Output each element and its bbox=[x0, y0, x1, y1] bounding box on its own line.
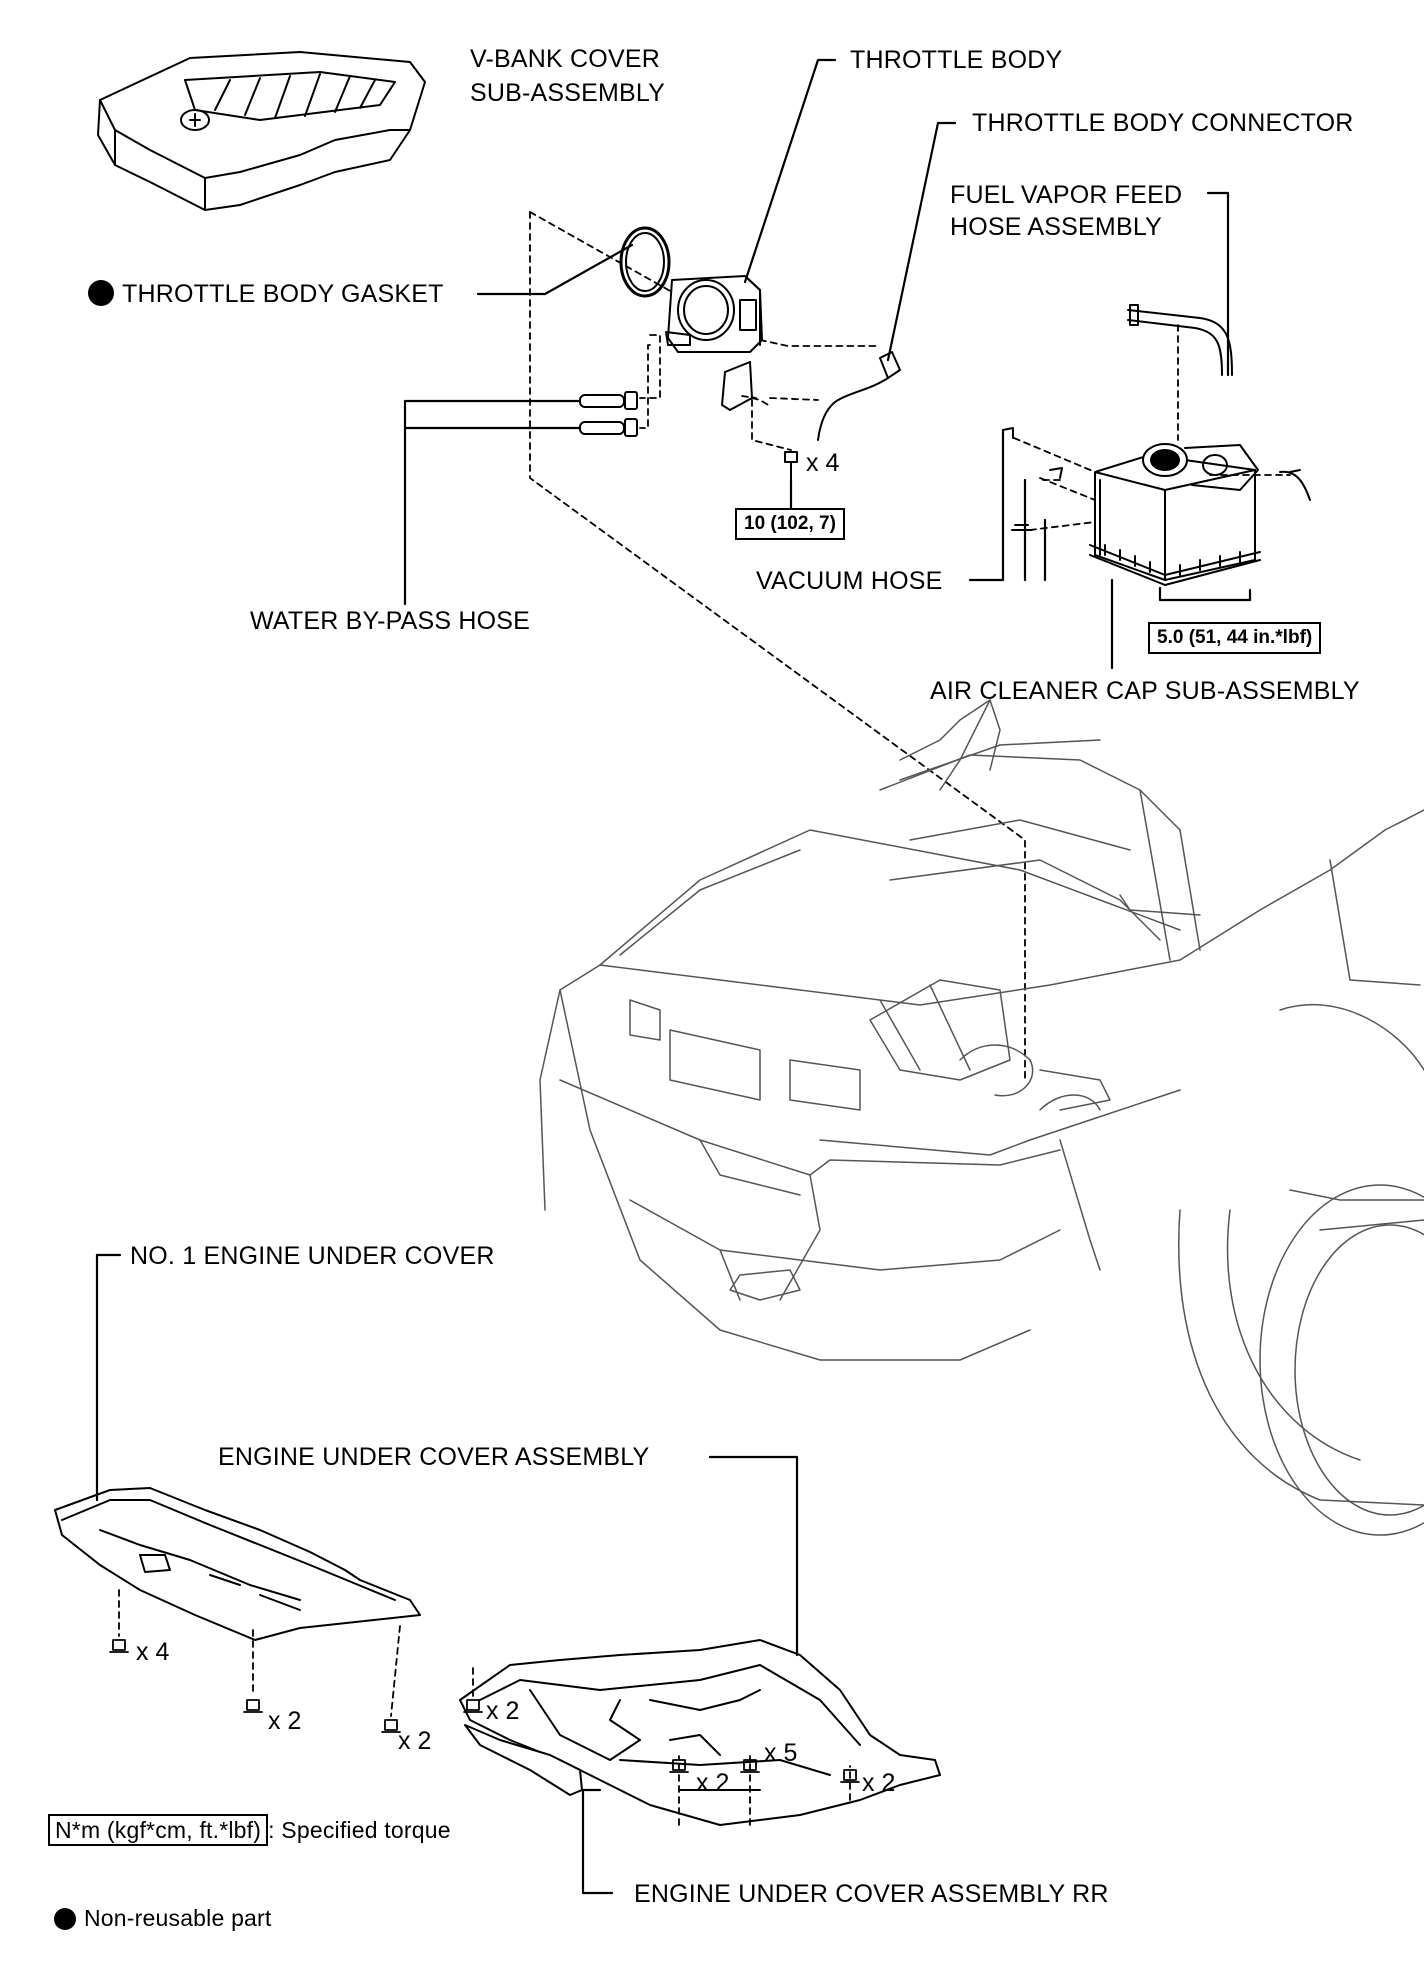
non-reusable-legend-text: Non-reusable part bbox=[84, 1905, 272, 1931]
engine-under-cover-drawing bbox=[459, 1639, 941, 1826]
vbank-cover-label-line2: SUB-ASSEMBLY bbox=[470, 79, 666, 107]
non-reusable-legend: Non-reusable part bbox=[54, 1903, 272, 1933]
throttle-bolt-torque: 10 (102, 7) bbox=[735, 508, 845, 540]
engine-under-cover-assembly-label: ENGINE UNDER COVER ASSEMBLY bbox=[218, 1443, 650, 1471]
vbank-cover-drawing bbox=[97, 51, 426, 211]
vacuum-hose-label: VACUUM HOSE bbox=[756, 567, 943, 595]
throttle-body-label: THROTTLE BODY bbox=[850, 46, 1063, 74]
non-reusable-dot-icon bbox=[88, 280, 114, 306]
under-cover-dashed-guides bbox=[118, 1589, 851, 1826]
throttle-dashed-guides bbox=[529, 211, 1026, 1081]
throttle-body-gasket-text: THROTTLE BODY GASKET bbox=[122, 280, 444, 308]
rr-bolt-qty: x 2 bbox=[486, 1697, 520, 1725]
under-cover-leaders bbox=[95, 1253, 799, 1895]
assy-mid-bolt-qty: x 5 bbox=[764, 1739, 798, 1767]
torque-legend-units: N*m (kgf*cm, ft.*lbf) bbox=[48, 1814, 269, 1846]
throttle-body-gasket-label: THROTTLE BODY GASKET bbox=[88, 279, 444, 309]
torque-legend: N*m (kgf*cm, ft.*lbf): Specified torque bbox=[48, 1814, 451, 1846]
air-cleaner-cap-label: AIR CLEANER CAP SUB-ASSEMBLY bbox=[930, 677, 1360, 705]
no1-right-bolt-qty: x 2 bbox=[398, 1727, 432, 1755]
water-bypass-hose-label: WATER BY-PASS HOSE bbox=[250, 607, 531, 635]
assy-right-bolt-qty: x 2 bbox=[862, 1769, 896, 1797]
air-cleaner-dashed-guides bbox=[1013, 324, 1291, 531]
assy-left-bolt-qty: x 2 bbox=[696, 1769, 730, 1797]
air-cleaner-drawing bbox=[1002, 304, 1311, 586]
under-cover-bolts bbox=[109, 1639, 860, 1783]
fuel-vapor-label-line2: HOSE ASSEMBLY bbox=[950, 213, 1162, 241]
engine-under-cover-assembly-rr-label: ENGINE UNDER COVER ASSEMBLY RR bbox=[634, 1880, 1109, 1908]
throttle-body-drawing bbox=[579, 226, 901, 481]
throttle-bolt-qty: x 4 bbox=[806, 449, 840, 477]
vehicle-outline bbox=[539, 699, 1424, 1536]
no1-under-cover-drawing bbox=[54, 1487, 421, 1641]
throttle-leaders bbox=[403, 58, 957, 606]
no1-engine-under-cover-label: NO. 1 ENGINE UNDER COVER bbox=[130, 1242, 495, 1270]
non-reusable-legend-dot-icon bbox=[54, 1908, 76, 1930]
no1-mid-bolt-qty: x 2 bbox=[268, 1707, 302, 1735]
no1-left-bolt-qty: x 4 bbox=[136, 1638, 170, 1666]
throttle-body-connector-label: THROTTLE BODY CONNECTOR bbox=[972, 109, 1354, 137]
vbank-cover-label-line1: V-BANK COVER bbox=[470, 45, 660, 73]
fuel-vapor-label-line1: FUEL VAPOR FEED bbox=[950, 181, 1183, 209]
air-cleaner-torque: 5.0 (51, 44 in.*lbf) bbox=[1148, 622, 1322, 654]
air-cleaner-leaders bbox=[968, 191, 1252, 670]
torque-legend-desc: : Specified torque bbox=[268, 1817, 451, 1843]
